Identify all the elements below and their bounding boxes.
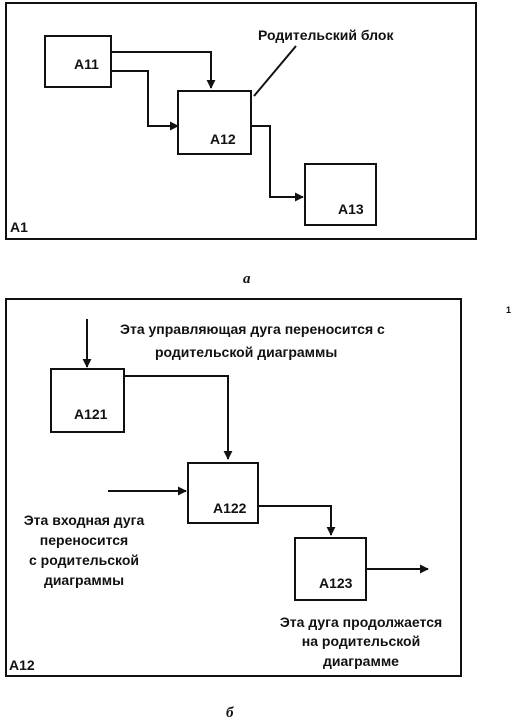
block-a11 — [44, 35, 112, 88]
block-a12 — [177, 90, 252, 155]
arrow-a122-to-a123 — [258, 505, 336, 536]
caption-a: а — [243, 271, 251, 287]
diagram-a: A1 Родительский блок A11 A12 A13 — [5, 2, 477, 240]
input-note-line-3: с родительской — [29, 552, 139, 568]
arrow-a121-to-a122 — [124, 375, 233, 460]
caption-b: б — [226, 705, 234, 720]
block-a12-label: A12 — [210, 131, 236, 147]
diagram-a-frame-label: A1 — [10, 219, 28, 235]
block-a121 — [50, 368, 125, 433]
control-note-line-1: Эта управляющая дуга переносится с — [120, 321, 385, 337]
control-note-line-2: родительской диаграммы — [155, 344, 337, 360]
diagram-a-frame — [5, 2, 477, 240]
parent-block-label: Родительский блок — [258, 27, 394, 43]
block-a123-label: A123 — [319, 575, 353, 591]
arrow-a11-to-a12-left — [111, 70, 179, 131]
output-note-line-3: диаграмме — [323, 653, 399, 669]
margin-mark: 1 — [506, 305, 511, 315]
block-a13-label: A13 — [338, 201, 364, 217]
block-a121-label: A121 — [74, 406, 108, 422]
output-note-line-2: на родительской — [302, 633, 420, 649]
block-a13 — [304, 163, 377, 226]
block-a11-label: A11 — [74, 56, 99, 72]
block-a123 — [294, 537, 367, 601]
block-a122 — [187, 462, 259, 524]
input-note-line-4: диаграммы — [44, 572, 124, 588]
input-note-line-1: Эта входная дуга — [24, 512, 145, 528]
input-note-line-2: переносится — [40, 532, 128, 548]
parent-block-pointer — [253, 45, 297, 97]
diagram-b-frame-label: A12 — [9, 657, 35, 673]
output-note-line-1: Эта дуга продолжается — [280, 614, 442, 630]
diagram-b: A12 Эта управляющая дуга переносится с р… — [5, 298, 462, 677]
arrow-a12-to-a13 — [251, 125, 304, 202]
arrow-a11-to-a12-top — [111, 51, 216, 89]
diagram-b-frame — [5, 298, 462, 677]
block-a122-label: A122 — [213, 500, 247, 516]
